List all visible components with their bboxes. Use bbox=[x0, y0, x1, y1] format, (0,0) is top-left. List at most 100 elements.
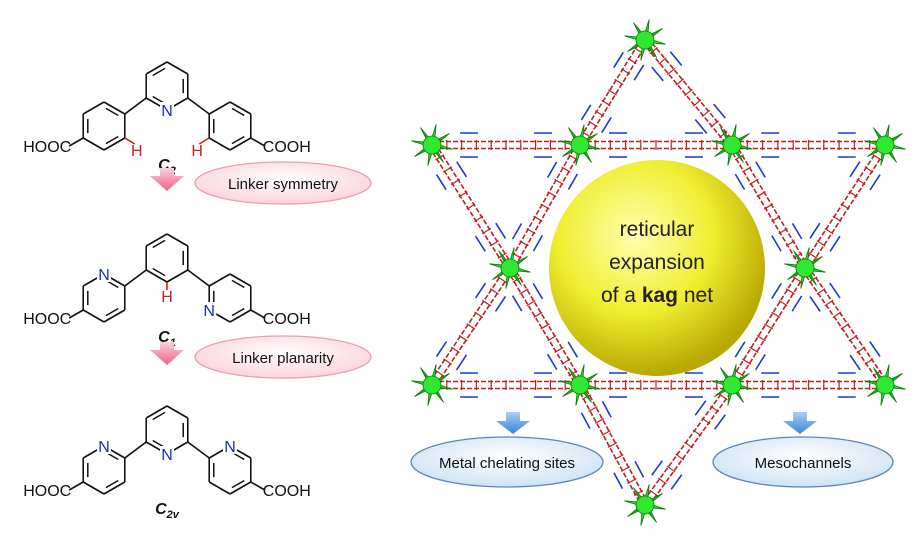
linker-rung bbox=[620, 68, 631, 75]
carboxyl-bond bbox=[250, 481, 266, 491]
chelating-site-mark bbox=[651, 66, 664, 82]
linker-rung bbox=[526, 228, 536, 235]
linker-edge bbox=[576, 37, 649, 148]
linker-rung bbox=[489, 288, 499, 295]
linker-rung bbox=[719, 130, 728, 139]
linker-rung bbox=[594, 418, 605, 424]
nitrogen-atom-label: N bbox=[161, 447, 173, 464]
chelating-site-mark bbox=[546, 353, 558, 371]
linker-rung bbox=[540, 323, 550, 330]
chelating-site-mark bbox=[849, 161, 861, 178]
linker-rung bbox=[734, 370, 744, 377]
linker-rung bbox=[533, 311, 543, 318]
right-ring-double-bond bbox=[231, 107, 245, 117]
metal-cluster bbox=[489, 247, 531, 289]
linker-rung bbox=[793, 276, 803, 283]
callout-metal-chelating-sites: Metal chelating sites bbox=[410, 412, 604, 488]
callout-label: Mesochannels bbox=[755, 455, 852, 472]
step-pill bbox=[194, 335, 372, 379]
chelating-site-mark bbox=[791, 295, 803, 312]
sphere-label-line3: of a kag net bbox=[601, 284, 713, 307]
chelating-site-mark bbox=[532, 282, 544, 300]
chelating-site-mark bbox=[713, 103, 726, 119]
linker-structures: HOOCCOOHC2NHHHOOCCOOHC1NNHHOOCCOOHC2vNNN bbox=[23, 61, 311, 521]
central-ring-bond bbox=[166, 233, 189, 247]
chelating-site-mark bbox=[601, 116, 612, 134]
linker-rung bbox=[741, 166, 752, 173]
linker-strand bbox=[734, 269, 809, 388]
nitrogen-label-bg bbox=[223, 438, 237, 454]
callout-pill bbox=[712, 436, 894, 488]
chelating-site-mark bbox=[580, 412, 591, 430]
right-ring-double-bond bbox=[231, 135, 245, 145]
linker-rung bbox=[840, 203, 850, 210]
linker-rung bbox=[816, 240, 826, 247]
linker-rung bbox=[540, 203, 550, 210]
linker-edge bbox=[428, 142, 514, 271]
linker-rung bbox=[458, 191, 468, 198]
left-ring-bond bbox=[103, 101, 126, 115]
linker-rung bbox=[684, 441, 693, 449]
nitrogen-label-bg bbox=[97, 266, 111, 282]
linker-rung bbox=[710, 120, 719, 128]
chelating-site-mark bbox=[809, 222, 821, 239]
left-ring-double-bond bbox=[105, 479, 119, 489]
right-ring-bond bbox=[229, 137, 252, 151]
step-label: Linker symmetry bbox=[228, 176, 339, 193]
metal-cluster bbox=[711, 124, 753, 166]
linker-rung bbox=[856, 178, 866, 186]
linker-rung bbox=[443, 166, 453, 173]
central-ring-double-bond bbox=[152, 411, 166, 421]
hydrogen-bond-line bbox=[124, 137, 136, 145]
linker-rung bbox=[554, 178, 564, 185]
chelating-site-mark bbox=[755, 161, 766, 178]
chelating-site-mark bbox=[435, 174, 447, 191]
metal-cluster bbox=[559, 364, 601, 406]
linker-1: HOOCCOOHC2NHH bbox=[23, 61, 311, 177]
linker-rung bbox=[816, 288, 826, 295]
left-ring-bond bbox=[103, 309, 126, 323]
linker-edge bbox=[432, 132, 580, 158]
chelating-site-mark bbox=[694, 400, 707, 416]
linker-edge bbox=[732, 132, 885, 158]
kag-net-framework bbox=[411, 19, 906, 526]
right-ring-bond bbox=[229, 273, 252, 287]
left-carboxylic-acid: HOOC bbox=[23, 483, 71, 500]
linker-2: HOOCCOOHC1NNH bbox=[23, 233, 311, 349]
linker-rung bbox=[649, 489, 659, 497]
linker-rung bbox=[658, 57, 667, 65]
chelating-site-mark bbox=[495, 222, 507, 239]
chelating-site-mark bbox=[829, 282, 841, 299]
carboxyl-bond bbox=[68, 481, 84, 491]
carboxyl-bond bbox=[68, 137, 84, 147]
linker-edge bbox=[728, 265, 809, 388]
cluster-core bbox=[570, 135, 590, 155]
linker-rung bbox=[778, 228, 788, 235]
linker-rung bbox=[785, 288, 795, 295]
linker-rung bbox=[601, 430, 611, 436]
nitrogen-atom-label: N bbox=[161, 103, 173, 120]
central-ring-bond bbox=[145, 233, 168, 247]
linker-rung bbox=[588, 120, 598, 128]
metal-cluster bbox=[784, 247, 826, 289]
point-group-symbol: C bbox=[158, 329, 170, 346]
chelating-site-mark bbox=[791, 222, 803, 240]
chelating-site-mark bbox=[734, 341, 746, 358]
chelating-site-mark bbox=[511, 295, 523, 312]
linker-rung bbox=[684, 88, 693, 97]
linker-rung bbox=[832, 311, 842, 319]
linker-edge bbox=[506, 142, 584, 271]
linker-rung bbox=[466, 323, 476, 330]
right-ring-double-bond bbox=[231, 279, 245, 289]
linker-rung bbox=[607, 89, 618, 96]
hydrogen-atom-label: H bbox=[191, 143, 203, 160]
carboxyl-bond bbox=[250, 309, 266, 319]
linker-edge bbox=[428, 265, 514, 388]
linker-rung bbox=[614, 78, 624, 86]
linker-rung bbox=[482, 299, 492, 307]
linker-rung bbox=[466, 203, 476, 210]
linker-rung bbox=[864, 358, 874, 365]
linker-rung bbox=[856, 346, 866, 354]
hydrogen-bond-line bbox=[198, 137, 210, 145]
linker-rung bbox=[554, 346, 564, 353]
